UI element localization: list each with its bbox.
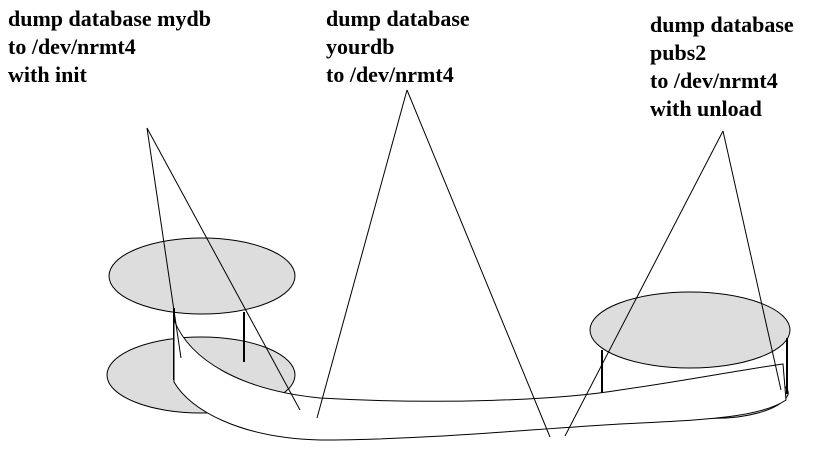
label-line: pubs2 xyxy=(650,40,707,65)
pointer-yourdb xyxy=(316,89,551,438)
label-line: to /dev/nrmt4 xyxy=(326,62,454,87)
label-dump-pubs2: dump database pubs2 to /dev/nrmt4 with u… xyxy=(650,11,794,123)
label-line: to /dev/nrmt4 xyxy=(650,68,778,93)
label-line: yourdb xyxy=(326,34,395,59)
label-line: to /dev/nrmt4 xyxy=(8,34,136,59)
disk-pubs2-top xyxy=(589,291,791,369)
label-dump-yourdb: dump database yourdb to /dev/nrmt4 xyxy=(326,5,470,89)
pointer-mydb xyxy=(146,127,301,411)
label-line: with unload xyxy=(650,96,762,121)
tape-ribbon xyxy=(173,319,787,441)
label-line: dump database xyxy=(650,12,794,37)
label-dump-mydb: dump database mydb to /dev/nrmt4 with in… xyxy=(8,5,211,89)
disk-mydb-top xyxy=(108,237,296,315)
label-line: dump database mydb xyxy=(8,6,211,31)
label-line: with init xyxy=(8,62,87,87)
label-line: dump database xyxy=(326,6,470,31)
pointer-pubs2 xyxy=(564,130,782,437)
